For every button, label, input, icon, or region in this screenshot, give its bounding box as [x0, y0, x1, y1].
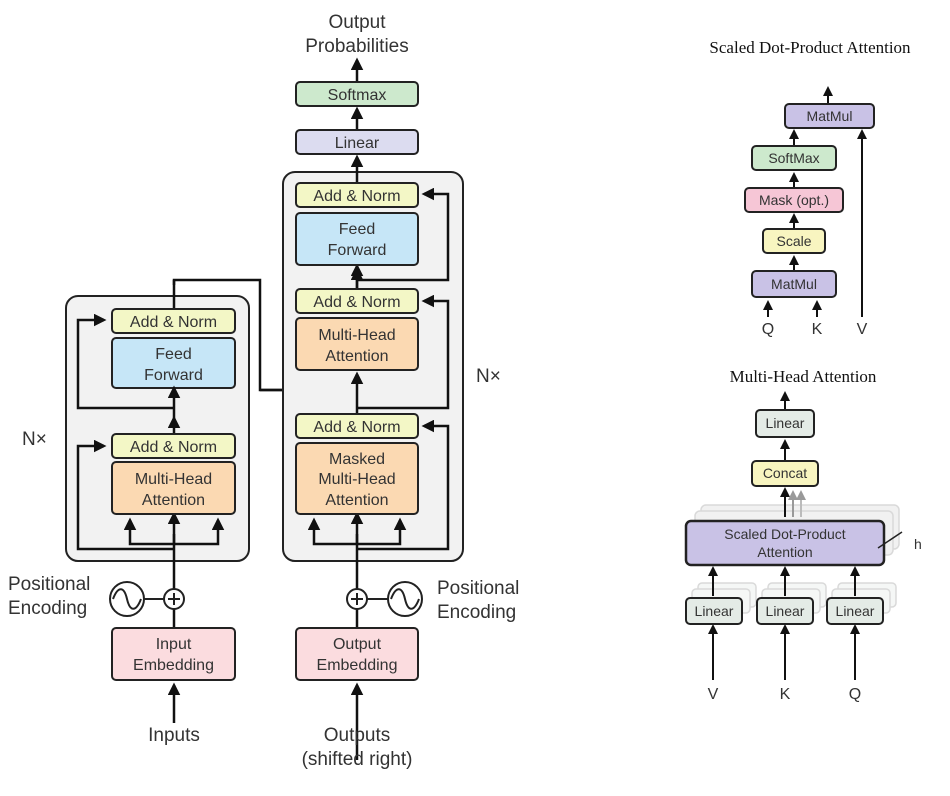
- mha-h-label: h: [914, 536, 922, 552]
- encoder-mha-label-2: Attention: [142, 492, 205, 509]
- sdpa-k-label: K: [812, 321, 823, 338]
- mha-linear-v: Linear: [685, 597, 743, 625]
- sdpa-scale-label: Scale: [776, 233, 811, 249]
- mha-linear-q-label: Linear: [836, 603, 875, 619]
- decoder-embed-label-2: Embedding: [317, 657, 398, 674]
- encoder-embed-label-1: Input: [156, 636, 192, 653]
- sdpa-matmul-bottom-label: MatMul: [771, 276, 817, 292]
- decoder-output-label-2: Probabilities: [305, 36, 409, 57]
- decoder-multi-head-attention: Multi-Head Attention: [295, 317, 419, 371]
- decoder-output-label-1: Output: [328, 12, 386, 33]
- encoder-positional-label-2: Encoding: [8, 598, 87, 619]
- decoder-output-embedding: Output Embedding: [295, 627, 419, 681]
- mha-diagram: Multi-Head Attention Linear: [684, 367, 922, 703]
- decoder: Positional Encoding Add & Norm Feed Forw…: [282, 12, 519, 770]
- sdpa-scale: Scale: [762, 228, 826, 254]
- decoder-outputs-label-1: Outputs: [324, 725, 391, 746]
- decoder-masked-label-1: Masked: [329, 451, 385, 468]
- sdpa-softmax-label: SoftMax: [768, 150, 819, 166]
- decoder-ffn-label-2: Forward: [328, 242, 387, 259]
- mha-concat-label: Concat: [763, 465, 807, 481]
- decoder-add-norm-top: Add & Norm: [295, 182, 419, 208]
- encoder-ffn-label-2: Forward: [144, 367, 203, 384]
- encoder-inputs-label: Inputs: [148, 725, 200, 746]
- decoder-add-norm-top-label: Add & Norm: [313, 188, 400, 205]
- mha-sdpa-label-1: Scaled Dot-Product: [724, 526, 846, 542]
- decoder-mha-label-2: Attention: [325, 348, 388, 365]
- decoder-masked-label-3: Attention: [325, 492, 388, 509]
- encoder-positional-encoding: Positional Encoding: [8, 574, 185, 619]
- mha-title: Multi-Head Attention: [730, 367, 877, 386]
- sdpa-v-label: V: [857, 321, 868, 338]
- sdpa-q-label: Q: [762, 321, 774, 338]
- mha-concat: Concat: [751, 460, 819, 487]
- decoder-positional-label-2: Encoding: [437, 602, 516, 623]
- decoder-masked-label-2: Multi-Head: [318, 471, 395, 488]
- decoder-positional-label-1: Positional: [437, 578, 519, 599]
- decoder-feed-forward: Feed Forward: [295, 212, 419, 266]
- decoder-positional-encoding: Positional Encoding: [346, 578, 519, 623]
- sdpa-matmul-top-label: MatMul: [807, 108, 853, 124]
- decoder-embed-label-1: Output: [333, 636, 382, 653]
- decoder-add-norm-bottom: Add & Norm: [295, 413, 419, 439]
- mha-sdpa-label-2: Attention: [757, 544, 812, 560]
- mha-linear-top-label: Linear: [766, 415, 805, 431]
- decoder-linear-label: Linear: [335, 135, 380, 152]
- decoder-add-norm-mid: Add & Norm: [295, 288, 419, 314]
- encoder-multi-head-attention: Multi-Head Attention: [111, 461, 236, 515]
- decoder-softmax-label: Softmax: [328, 87, 387, 104]
- encoder: Positional Encoding Add & Norm Feed Forw…: [8, 278, 407, 746]
- sdpa-diagram: Scaled Dot-Product Attention MatMul Soft…: [709, 38, 911, 338]
- mha-linear-k-label: Linear: [766, 603, 805, 619]
- encoder-mha-label-1: Multi-Head: [135, 471, 212, 488]
- encoder-add-norm-bottom: Add & Norm: [111, 433, 236, 459]
- encoder-add-norm-bottom-label: Add & Norm: [130, 439, 217, 456]
- sdpa-matmul-top: MatMul: [784, 103, 875, 129]
- decoder-ffn-label-1: Feed: [339, 221, 375, 238]
- encoder-stack: [65, 295, 250, 562]
- sdpa-mask: Mask (opt.): [744, 187, 844, 213]
- encoder-nx-label: N×: [22, 429, 47, 450]
- decoder-masked-multi-head-attention: Masked Multi-Head Attention: [295, 442, 419, 515]
- sdpa-mask-label: Mask (opt.): [759, 192, 829, 208]
- encoder-input-embedding: Input Embedding: [111, 627, 236, 681]
- mha-v-label: V: [708, 686, 719, 703]
- decoder-softmax: Softmax: [295, 81, 419, 107]
- mha-k-label: K: [780, 686, 791, 703]
- decoder-add-norm-mid-label: Add & Norm: [313, 294, 400, 311]
- decoder-outputs-label-2: (shifted right): [302, 749, 413, 770]
- encoder-embed-label-2: Embedding: [133, 657, 214, 674]
- sdpa-matmul-bottom: MatMul: [751, 270, 837, 298]
- sdpa-softmax: SoftMax: [751, 145, 837, 171]
- mha-linear-q: Linear: [826, 597, 884, 625]
- mha-linear-k: Linear: [756, 597, 814, 625]
- encoder-add-norm-top-label: Add & Norm: [130, 314, 217, 331]
- decoder-linear: Linear: [295, 129, 419, 155]
- decoder-mha-label-1: Multi-Head: [318, 327, 395, 344]
- encoder-feed-forward: Feed Forward: [111, 337, 236, 389]
- mha-sdpa-block: Scaled Dot-Product Attention: [684, 519, 886, 567]
- encoder-add-norm-top: Add & Norm: [111, 308, 236, 334]
- encoder-ffn-label-1: Feed: [155, 346, 191, 363]
- decoder-add-norm-bottom-label: Add & Norm: [313, 419, 400, 436]
- mha-q-label: Q: [849, 686, 861, 703]
- decoder-nx-label: N×: [476, 366, 501, 387]
- encoder-positional-label-1: Positional: [8, 574, 90, 595]
- mha-linear-v-label: Linear: [695, 603, 734, 619]
- mha-linear-top: Linear: [755, 409, 815, 438]
- sdpa-title: Scaled Dot-Product Attention: [709, 38, 911, 57]
